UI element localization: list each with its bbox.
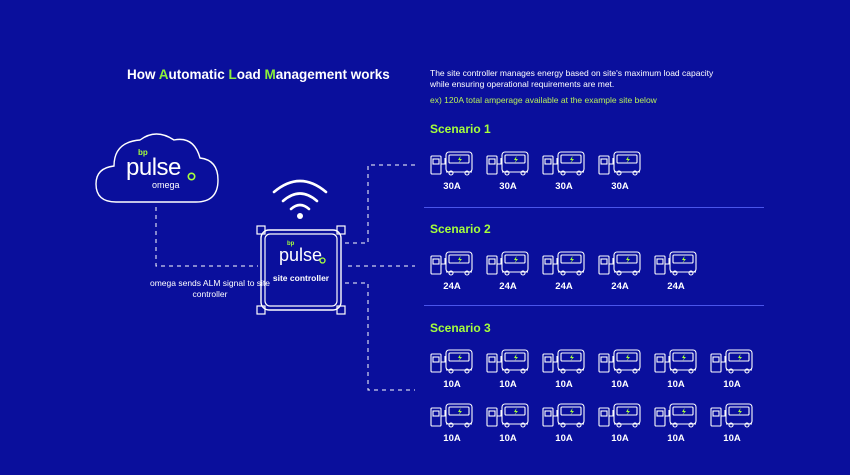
page-title: How Automatic Load Management works [127, 67, 390, 82]
pulse-ring-icon [187, 172, 196, 181]
charger-unit: 10A [430, 348, 474, 390]
amperage-label: 30A [443, 181, 461, 192]
charger-bus-icon [654, 403, 697, 428]
amperage-label: 10A [499, 433, 517, 444]
charger-bus-icon [598, 151, 641, 176]
wifi-icon [272, 179, 328, 219]
brand-omega: omega [152, 180, 180, 190]
amperage-label: 10A [443, 433, 461, 444]
cloud-icon [95, 133, 219, 203]
scenario-1-label: Scenario 1 [430, 122, 491, 136]
brand-pulse: pulse [126, 154, 181, 181]
charger-bus-icon [542, 151, 585, 176]
signal-caption: omega sends ALM signal to site controlle… [150, 278, 271, 299]
charger-bus-icon [710, 403, 753, 428]
controller-label: site controller [272, 273, 330, 283]
charger-bus-icon [486, 403, 529, 428]
amperage-label: 24A [555, 281, 573, 292]
charger-unit: 30A [542, 150, 586, 192]
brand-pulse: pulse [279, 245, 323, 265]
charger-unit: 24A [486, 250, 530, 292]
amperage-label: 30A [555, 181, 573, 192]
charger-unit: 30A [430, 150, 474, 192]
charger-bus-icon [542, 403, 585, 428]
amperage-label: 10A [723, 379, 741, 390]
charger-bus-icon [598, 251, 641, 276]
example-note: ex) 120A total amperage available at the… [430, 95, 657, 105]
charger-unit: 10A [542, 402, 586, 444]
charger-bus-icon [486, 349, 529, 374]
charger-unit: 24A [542, 250, 586, 292]
amperage-label: 10A [555, 379, 573, 390]
charger-bus-icon [430, 251, 473, 276]
charger-bus-icon [542, 251, 585, 276]
charger-unit: 24A [598, 250, 642, 292]
controller-frame [256, 225, 346, 315]
amperage-label: 10A [611, 379, 629, 390]
amperage-label: 10A [611, 433, 629, 444]
charger-unit: 10A [654, 402, 698, 444]
brand-bp: bp [138, 148, 148, 157]
amperage-label: 10A [499, 379, 517, 390]
amperage-label: 10A [667, 379, 685, 390]
site-controller: bp pulse site controller [256, 225, 346, 319]
charger-unit: 24A [430, 250, 474, 292]
scenario-2-label: Scenario 2 [430, 222, 491, 236]
charger-unit: 10A [430, 402, 474, 444]
amperage-label: 24A [667, 281, 685, 292]
charger-unit: 10A [598, 348, 642, 390]
charger-bus-icon [598, 349, 641, 374]
amperage-label: 10A [723, 433, 741, 444]
description-text: The site controller manages energy based… [430, 68, 714, 89]
scenario-divider [424, 305, 764, 306]
charger-unit: 10A [486, 348, 530, 390]
charger-unit: 10A [486, 402, 530, 444]
amperage-label: 30A [499, 181, 517, 192]
charger-unit: 10A [654, 348, 698, 390]
charger-bus-icon [710, 349, 753, 374]
amperage-label: 24A [499, 281, 517, 292]
amperage-label: 24A [611, 281, 629, 292]
charger-bus-icon [654, 251, 697, 276]
scenario-divider [424, 207, 764, 208]
charger-unit: 10A [710, 348, 754, 390]
amperage-label: 30A [611, 181, 629, 192]
pulse-ring-icon [319, 257, 326, 264]
charger-unit: 30A [486, 150, 530, 192]
brand-bp: bp [287, 241, 295, 247]
amperage-label: 24A [443, 281, 461, 292]
charger-unit: 10A [710, 402, 754, 444]
scenario-3-label: Scenario 3 [430, 321, 491, 335]
bp-pulse-omega-cloud: bp pulse omega [92, 128, 222, 211]
charger-unit: 24A [654, 250, 698, 292]
charger-bus-icon [430, 403, 473, 428]
charger-bus-icon [542, 349, 585, 374]
charger-bus-icon [486, 151, 529, 176]
charger-bus-icon [598, 403, 641, 428]
amperage-label: 10A [443, 379, 461, 390]
amperage-label: 10A [555, 433, 573, 444]
charger-bus-icon [430, 151, 473, 176]
amperage-label: 10A [667, 433, 685, 444]
charger-bus-icon [654, 349, 697, 374]
charger-unit: 30A [598, 150, 642, 192]
charger-bus-icon [430, 349, 473, 374]
charger-bus-icon [486, 251, 529, 276]
charger-unit: 10A [598, 402, 642, 444]
charger-unit: 10A [542, 348, 586, 390]
